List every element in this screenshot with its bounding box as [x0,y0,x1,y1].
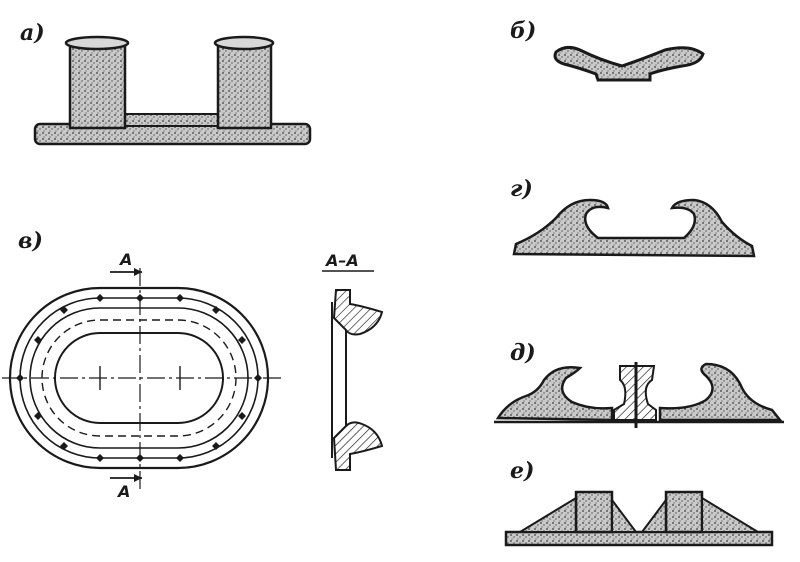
chock-post-left [574,490,614,534]
hawse-opening [54,332,224,424]
section-wall [331,302,347,458]
chock-base [504,530,774,547]
label-a: a) [20,20,45,46]
label-b: б) [510,18,537,44]
bollard-connector [124,113,221,127]
label-e: е) [510,458,535,484]
section-marker-bottom: A [118,482,131,501]
chock-post-right [664,490,704,534]
section-a-a [322,270,384,471]
label-g: г) [510,176,533,202]
section-marker-top: A [120,250,133,269]
double-bollard-figure [33,35,312,146]
cleat-figure [553,45,705,82]
label-v: в) [18,228,43,254]
label-d: д) [510,340,536,366]
hawse-dashed-ring [41,319,237,437]
roller-fairlead-figure [494,362,784,428]
section-flange-top [332,289,384,336]
bollard-cap-right [213,35,275,51]
bollard-post-right [216,40,273,130]
section-title: A–A [326,251,359,270]
section-flange-bottom [332,421,384,471]
bollard-post-left [68,40,127,130]
fairlead-figure [512,198,756,258]
bollard-cap-left [64,35,130,51]
bolt-holes [16,294,262,462]
chock-figure [504,490,774,547]
